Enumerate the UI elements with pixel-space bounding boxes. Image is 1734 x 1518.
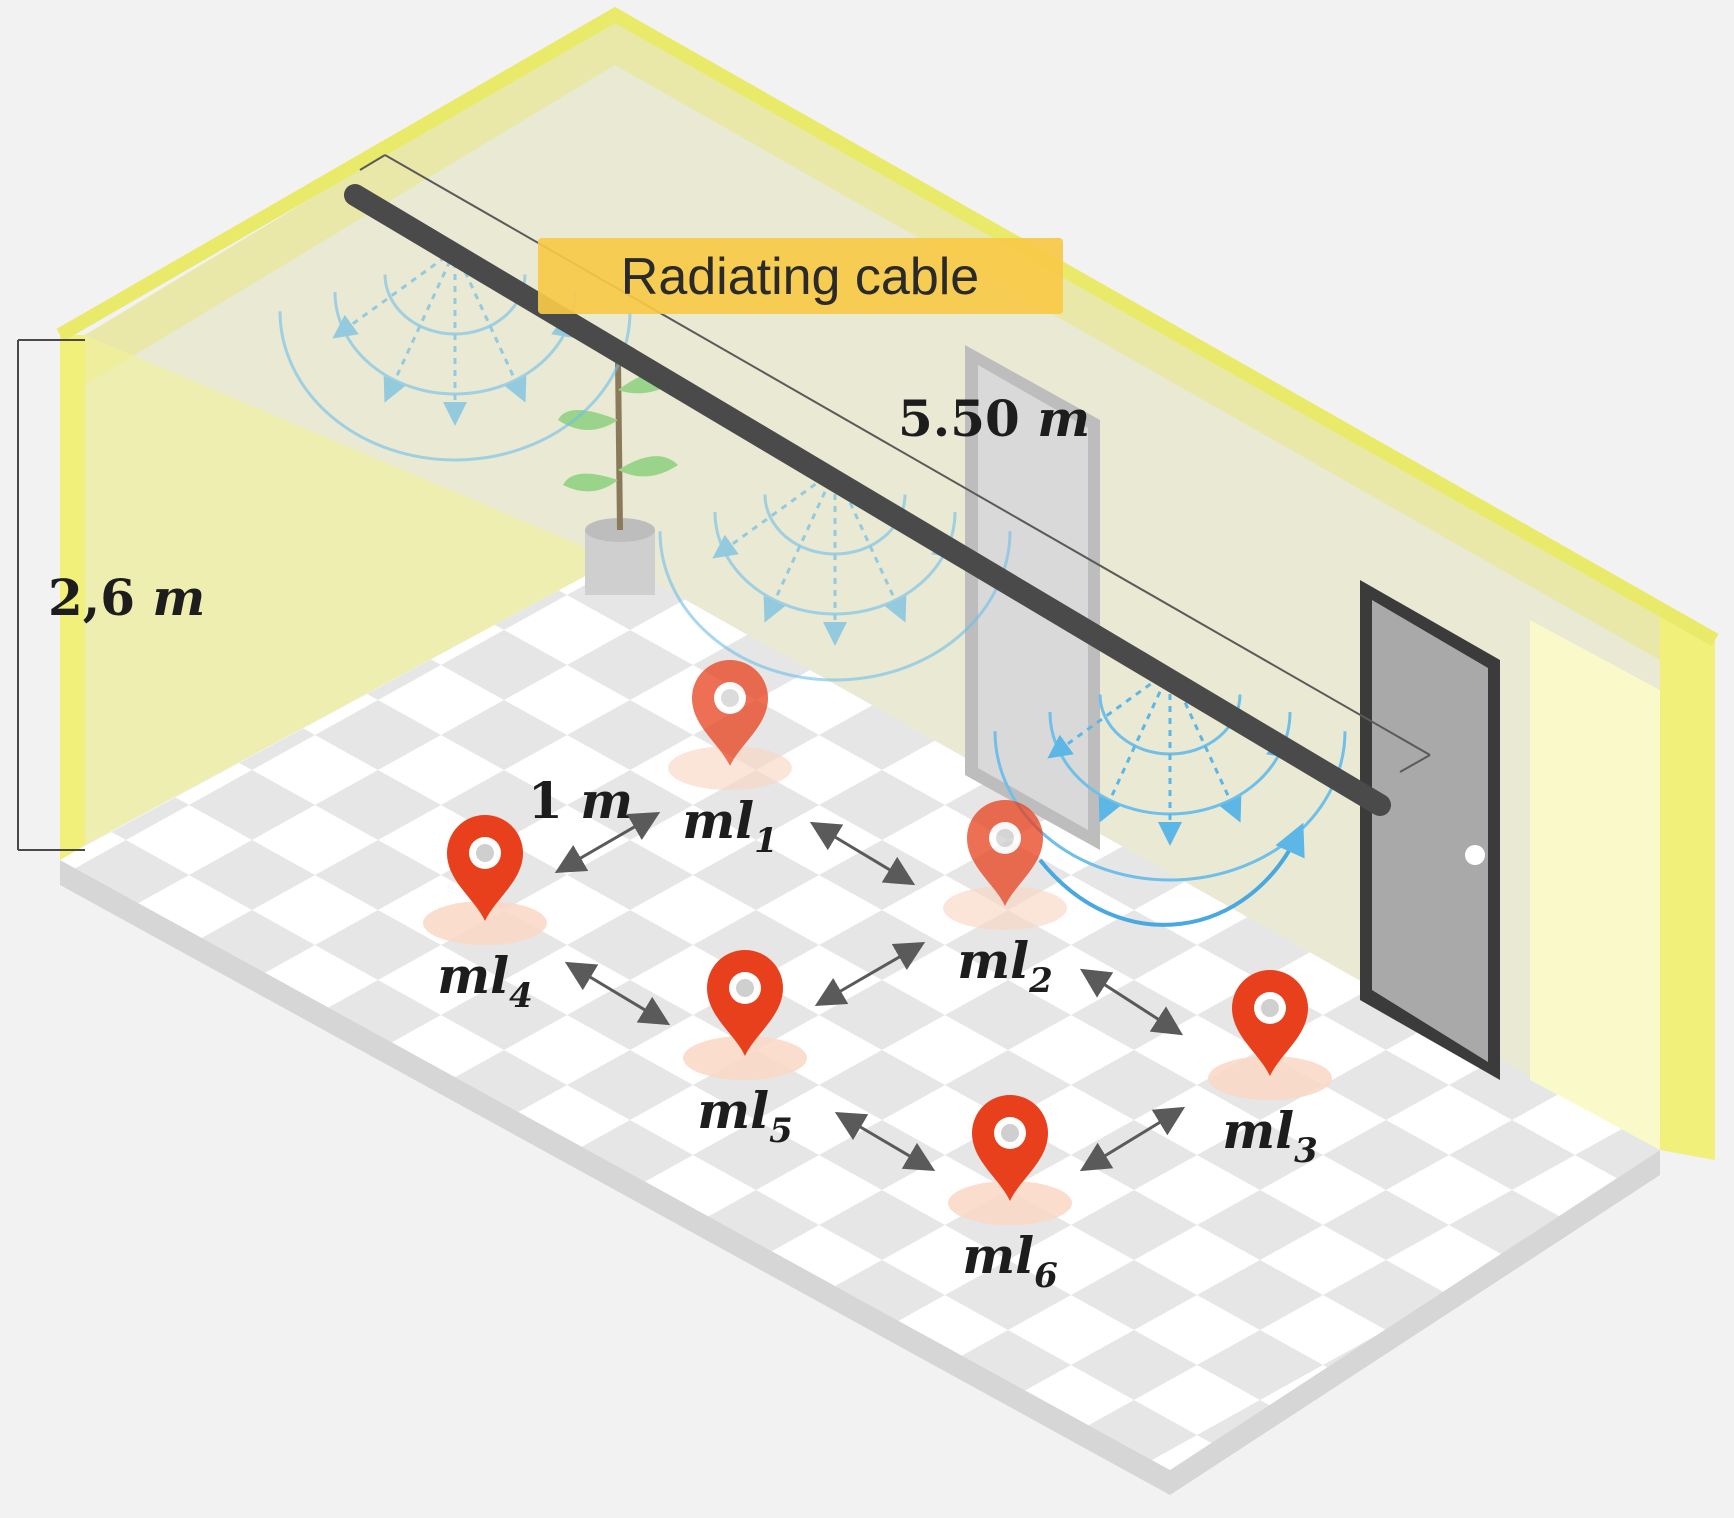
door-right: [1360, 580, 1500, 1080]
marker-label: ml6: [962, 1226, 1058, 1296]
marker-label: ml5: [697, 1081, 793, 1151]
cable-label-box: Radiating cable: [538, 238, 1063, 314]
cable-label: Radiating cable: [621, 248, 979, 306]
marker-ml6: ml6: [948, 1095, 1072, 1296]
marker-label-index: 6: [1034, 1256, 1058, 1296]
marker-label: ml2: [957, 931, 1053, 1001]
radiating-cable: [344, 184, 1391, 816]
wave-arc: [993, 731, 1347, 882]
spacing-arrow: [809, 821, 916, 886]
marker-label-base: ml: [957, 931, 1029, 990]
right-wall-edge: [1660, 610, 1715, 1160]
marker-ml2: ml2: [943, 800, 1067, 1001]
left-wall-edge: [60, 335, 85, 860]
marker-label-base: ml: [437, 946, 509, 1005]
wave-ray: [712, 468, 836, 559]
wave-ray: [383, 249, 457, 403]
wave-ray: [1047, 668, 1171, 759]
marker-label: ml3: [1222, 1101, 1318, 1171]
marker-label-base: ml: [697, 1081, 769, 1140]
height-dimension: [17, 339, 85, 851]
wave-ray: [453, 249, 527, 403]
marker-ml4: ml4: [423, 815, 547, 1016]
wall-rim: [56, 6, 1719, 647]
marker-label-index: 2: [1028, 961, 1053, 1001]
spacing-arrow: [554, 811, 661, 874]
spacing-arrow: [834, 1111, 936, 1172]
marker-label: ml4: [437, 946, 533, 1016]
spacing-arrow: [1079, 1106, 1186, 1172]
marker-label: ml1: [682, 791, 778, 861]
back-wall: [85, 15, 1660, 1150]
wave-ray: [332, 248, 456, 339]
marker-label-base: ml: [962, 1226, 1034, 1285]
left-wall: [85, 335, 615, 845]
marker-ml1: ml1: [668, 660, 792, 861]
wave-arc: [658, 531, 1012, 682]
wave-arc: [278, 311, 632, 462]
marker-ml5: ml5: [683, 950, 807, 1151]
spacing-arrow: [564, 961, 671, 1026]
floor: [60, 560, 1660, 1470]
wave-arc: [1038, 822, 1305, 927]
spacing-label: 1 m: [528, 771, 633, 830]
marker-label-index: 1: [754, 821, 778, 861]
length-label: 5.50 m: [898, 389, 1090, 448]
spacing-arrow: [1079, 968, 1184, 1036]
marker-label-base: ml: [1222, 1101, 1294, 1160]
marker-label-index: 5: [769, 1111, 793, 1151]
marker-label-index: 3: [1294, 1131, 1318, 1171]
marker-ml3: ml3: [1208, 970, 1332, 1171]
wave-ray: [763, 469, 837, 623]
marker-label-base: ml: [682, 791, 754, 850]
right-wall: [1530, 620, 1660, 1150]
spacing-arrows: [554, 811, 1186, 1172]
height-label: 2,6 m: [48, 568, 205, 627]
marker-label-index: 4: [509, 976, 533, 1016]
spacing-arrow: [814, 941, 926, 1007]
wave-ray: [1098, 669, 1172, 823]
